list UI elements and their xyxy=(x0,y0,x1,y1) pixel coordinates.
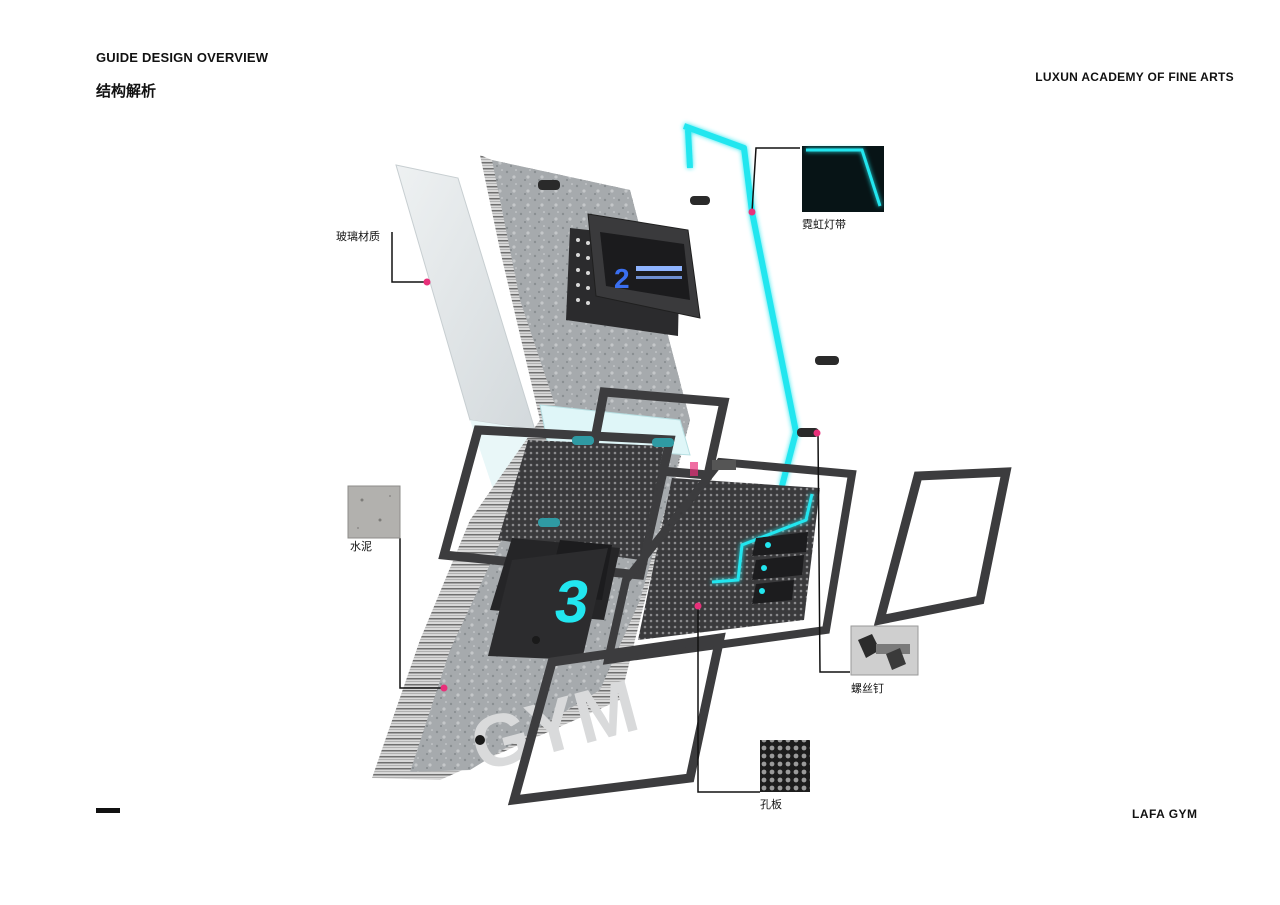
upper-sign-box: 2 xyxy=(566,213,701,336)
callout-label-glass: 玻璃材质 xyxy=(336,230,380,243)
cement-texture-thumbnail xyxy=(347,485,401,539)
callout-label-perforated: 孔板 xyxy=(760,798,782,811)
header-title: GUIDE DESIGN OVERVIEW xyxy=(96,50,269,65)
footer-project: LAFA GYM xyxy=(1132,807,1198,821)
screw-bolt-thumbnail xyxy=(850,625,919,676)
screws xyxy=(475,428,819,745)
perforated-plate-thumbnail xyxy=(760,740,810,792)
institution-name: LUXUN ACADEMY OF FINE ARTS xyxy=(1035,70,1234,84)
callout-label-neon: 霓虹灯带 xyxy=(802,218,846,231)
callout-lines xyxy=(391,147,850,793)
upper-floor-number: 2 xyxy=(614,263,630,294)
neon-strip xyxy=(682,123,799,487)
header-subtitle: 结构解析 xyxy=(96,82,157,100)
callout-markers xyxy=(423,208,821,692)
callout-label-screw: 螺丝钉 xyxy=(851,682,884,695)
right-frame xyxy=(873,467,1012,626)
bottom-frame xyxy=(507,632,726,806)
callout-label-cement: 水泥 xyxy=(350,540,372,553)
neon-strip-thumbnail xyxy=(802,146,884,212)
footer-mark xyxy=(96,808,120,813)
